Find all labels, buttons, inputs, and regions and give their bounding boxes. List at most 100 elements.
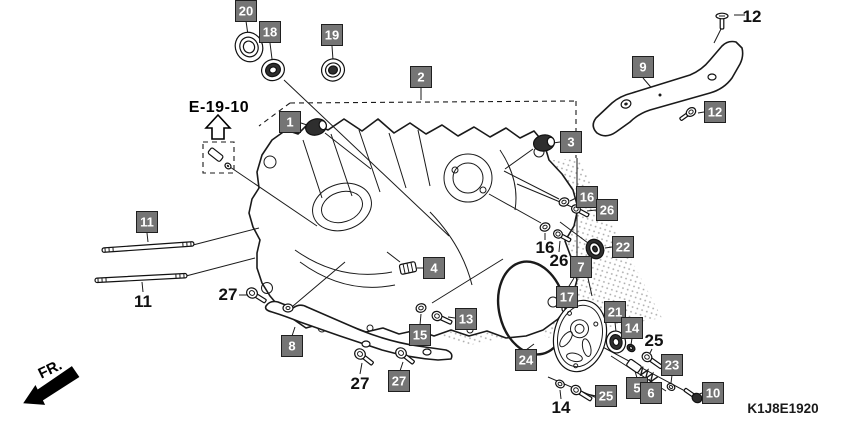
callout-text-16: 16 (536, 238, 555, 257)
callout-text-27: 27 (351, 374, 370, 393)
bolt-26-drawing (553, 229, 572, 243)
screw-12-side-drawing (679, 107, 697, 121)
up-arrow-icon (204, 113, 232, 140)
spacer-5-drawing (626, 358, 642, 374)
svg-text:23: 23 (665, 358, 679, 373)
svg-text:10: 10 (706, 386, 720, 401)
diagram-code: K1J8E1920 (747, 401, 818, 416)
callout-box-25: 25 (595, 385, 617, 407)
callout-text-27: 27 (219, 285, 238, 304)
svg-text:5: 5 (633, 381, 640, 396)
cover-plate-7-drawing (552, 299, 608, 373)
svg-text:8: 8 (288, 339, 295, 354)
callout-box-6: 6 (640, 382, 662, 404)
callout-box-20: 20 (235, 0, 257, 22)
svg-text:13: 13 (459, 312, 473, 327)
arrow-down-left-icon (23, 366, 80, 405)
callout-text-11: 11 (134, 292, 152, 311)
callout-box-4: 4 (423, 257, 445, 279)
svg-text:21: 21 (608, 305, 622, 320)
callout-box-16: 16 (576, 186, 598, 208)
callout-box-7: 7 (570, 256, 592, 278)
washer-16-drawing (558, 197, 570, 207)
svg-text:18: 18 (263, 25, 277, 40)
washer-23-drawing (666, 382, 676, 392)
svg-text:27: 27 (392, 374, 406, 389)
washer-14-drawing (626, 343, 636, 353)
dowel-4-drawing (398, 261, 418, 275)
callout-box-24: 24 (515, 349, 537, 371)
bolt-25-drawing (641, 351, 663, 370)
callout-box-3: 3 (560, 131, 582, 153)
callout-box-23: 23 (661, 354, 683, 376)
bearing-18-drawing (261, 58, 285, 82)
callout-text-12: 12 (743, 7, 762, 26)
bolt-27-drawing (246, 287, 267, 304)
callout-text-26: 26 (550, 251, 569, 270)
washer-15-drawing (415, 303, 427, 313)
bolt-27-drawing (354, 348, 374, 366)
svg-text:15: 15 (413, 328, 427, 343)
bearing-21-drawing (605, 330, 627, 354)
reference-code: E-19-10 (189, 99, 249, 116)
svg-text:3: 3 (567, 135, 574, 150)
leader-lines (141, 14, 745, 402)
callout-text-14: 14 (552, 398, 571, 417)
fr-direction-arrow: FR. (23, 357, 80, 405)
callout-box-13: 13 (455, 308, 477, 330)
svg-text:16: 16 (580, 190, 594, 205)
svg-text:9: 9 (639, 60, 646, 75)
callout-box-12: 12 (704, 101, 726, 123)
bracket-9-drawing (592, 40, 744, 137)
reference-block: E-19-10 (189, 99, 249, 174)
callout-box-10: 10 (702, 382, 724, 404)
svg-text:20: 20 (239, 4, 253, 19)
callout-box-1: 1 (279, 111, 301, 133)
dowel-pin-drawing (207, 147, 224, 162)
bolt-10-drawing (683, 387, 703, 404)
stud-bolt-drawing (101, 241, 195, 253)
svg-text:22: 22 (616, 240, 630, 255)
svg-text:7: 7 (577, 260, 584, 275)
reference-dashed-box (202, 141, 235, 174)
svg-text:26: 26 (600, 203, 614, 218)
bushing-1-drawing (305, 118, 327, 136)
callout-text-25: 25 (645, 331, 664, 350)
callout-box-8: 8 (281, 335, 303, 357)
svg-text:17: 17 (560, 290, 574, 305)
washer-14-drawing (555, 379, 565, 389)
bushing-3-drawing (532, 134, 556, 152)
bearing-19-drawing (320, 58, 346, 82)
svg-text:1: 1 (286, 115, 293, 130)
screw-12-top-drawing (715, 12, 729, 30)
callout-box-21: 21 (604, 301, 626, 323)
oil-seal-22-drawing (585, 238, 605, 260)
callout-box-15: 15 (409, 324, 431, 346)
svg-text:14: 14 (625, 321, 640, 336)
callout-box-27: 27 (388, 370, 410, 392)
callout-box-17: 17 (556, 286, 578, 308)
svg-text:2: 2 (417, 70, 424, 85)
plain-callouts: 12 11 27 16 26 25 27 14 (134, 7, 761, 417)
svg-text:24: 24 (519, 353, 534, 368)
callout-box-2: 2 (410, 66, 432, 88)
callout-box-9: 9 (632, 56, 654, 78)
svg-text:11: 11 (140, 215, 154, 230)
pin-oring-drawing (224, 162, 232, 170)
callout-box-11: 11 (136, 211, 158, 233)
svg-text:12: 12 (708, 105, 722, 120)
svg-text:25: 25 (599, 389, 613, 404)
stud-bolt-drawing (94, 272, 188, 284)
bracket-8-drawing (264, 300, 453, 361)
callout-box-18: 18 (259, 21, 281, 43)
boxed-callouts: 20 18 19 2 9 12 1 3 16 26 11 22 7 4 17 2… (136, 0, 726, 407)
bolt-25-drawing (570, 384, 593, 402)
svg-text:19: 19 (325, 28, 339, 43)
svg-text:4: 4 (430, 261, 438, 276)
callout-box-19: 19 (321, 24, 343, 46)
callout-box-14: 14 (621, 317, 643, 339)
svg-text:6: 6 (647, 386, 654, 401)
callout-box-22: 22 (612, 236, 634, 258)
